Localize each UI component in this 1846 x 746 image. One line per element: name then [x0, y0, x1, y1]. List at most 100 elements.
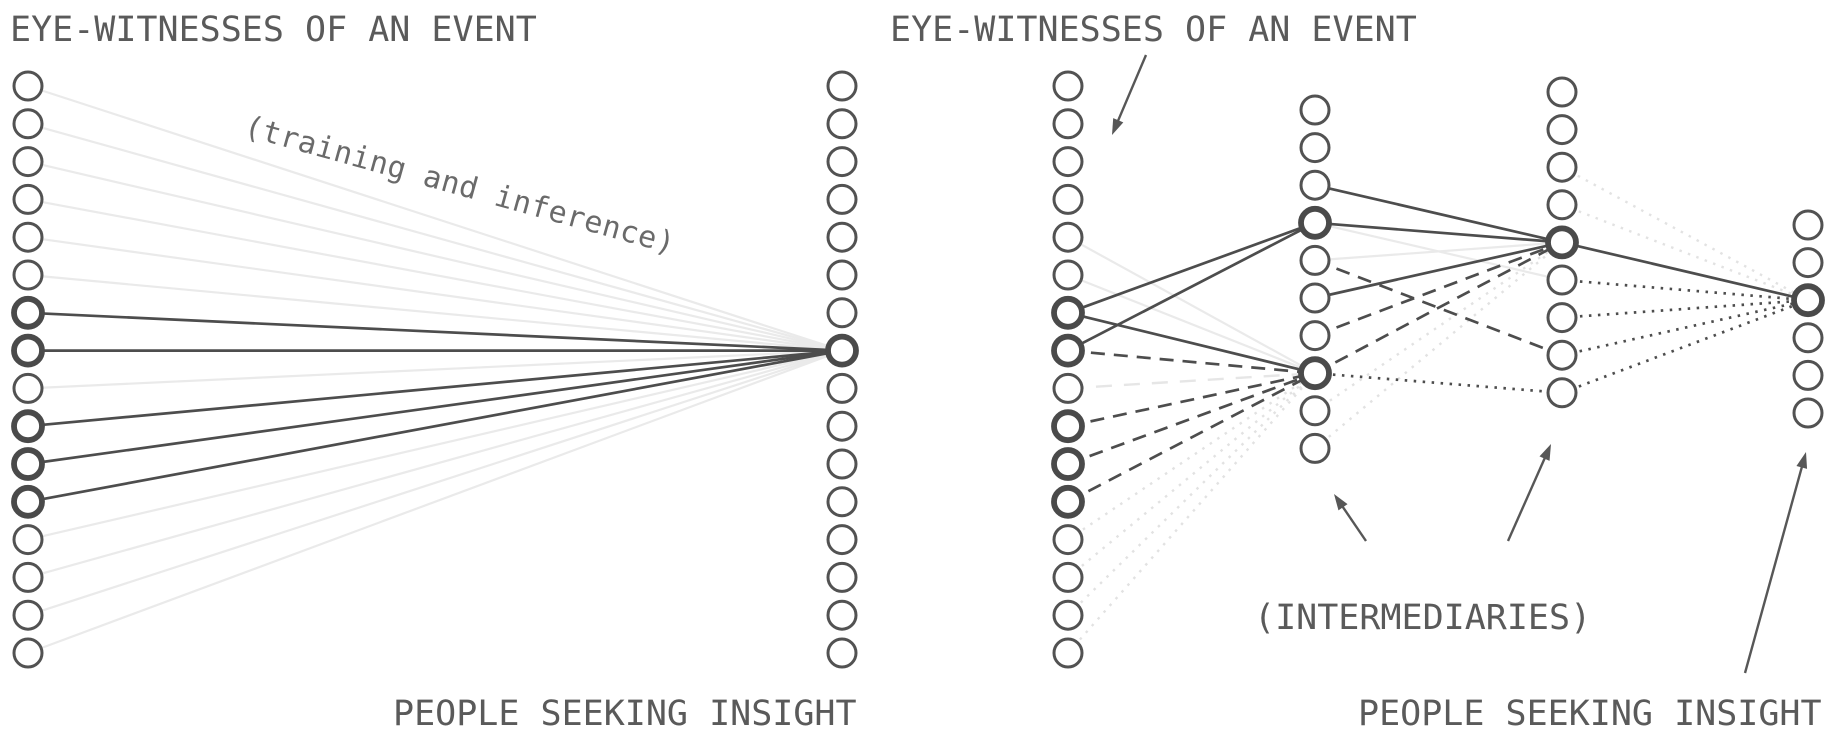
- witness-node: [12, 599, 44, 631]
- witness-node: [12, 372, 44, 404]
- connection-line: [1561, 203, 1809, 302]
- intermediary-node: [1546, 189, 1578, 221]
- intermediary-node: [1299, 320, 1331, 352]
- intermediary-node: [1546, 151, 1578, 183]
- witness-node: [12, 146, 44, 178]
- right-diagram-title: EYE-WITNESSES OF AN EVENT: [890, 10, 1417, 50]
- insight-node: [1792, 397, 1824, 429]
- insight-arrow-head: [1796, 452, 1808, 469]
- insight-node: [826, 183, 858, 215]
- right-diagram-bottom-label: PEOPLE SEEKING INSIGHT: [1358, 694, 1822, 734]
- witness-node: [1051, 484, 1085, 519]
- left-diagram-title: EYE-WITNESSES OF AN EVENT: [10, 10, 537, 50]
- intermediary-node: [1298, 205, 1332, 240]
- insight-node: [826, 524, 858, 556]
- insight-node: [1792, 322, 1824, 354]
- connection-line: [1067, 371, 1316, 466]
- witness-node: [11, 409, 45, 444]
- intermediary-node: [1299, 169, 1331, 201]
- connection-line: [1067, 221, 1316, 352]
- witness-node: [11, 484, 45, 519]
- intermediary-node: [1299, 244, 1331, 276]
- intermediary-node: [1298, 356, 1332, 391]
- intermediary-node: [1299, 132, 1331, 164]
- witness-node: [12, 637, 44, 669]
- connection-line: [1314, 241, 1563, 450]
- witness-node: [12, 108, 44, 140]
- intermediary-2-arrow: [1506, 454, 1548, 542]
- witness-node: [12, 70, 44, 102]
- connection-line: [1067, 372, 1316, 579]
- witness-node: [11, 295, 45, 330]
- connection-line: [27, 160, 843, 352]
- witness-node: [1052, 599, 1084, 631]
- connection-line: [27, 349, 843, 541]
- connection-line: [1067, 349, 1316, 375]
- witness-node: [11, 447, 45, 481]
- insight-node: [825, 333, 859, 368]
- intermediary-2-arrow-head: [1539, 444, 1551, 461]
- connection-line: [27, 122, 843, 352]
- insight-node: [826, 561, 858, 593]
- intermediary-node: [1546, 76, 1578, 108]
- connection-line: [1067, 372, 1316, 503]
- insight-node: [826, 410, 858, 442]
- connection-line: [1561, 298, 1809, 319]
- witness-node: [1052, 561, 1084, 593]
- connection-line: [1561, 298, 1809, 357]
- intermediary-node: [1299, 395, 1331, 427]
- connection-line: [1314, 241, 1563, 300]
- connection-line: [1314, 241, 1563, 375]
- witness-node: [1052, 183, 1084, 215]
- insight-node: [826, 259, 858, 291]
- intermediary-node: [1546, 302, 1578, 334]
- intermediary-node: [1299, 282, 1331, 314]
- intermediary-node: [1546, 264, 1578, 296]
- connection-line: [1314, 371, 1563, 395]
- connection-line: [1314, 221, 1563, 244]
- connection-line: [1561, 166, 1809, 302]
- intermediary-node: [1545, 225, 1579, 260]
- witness-node: [1052, 108, 1084, 140]
- connection-line: [27, 349, 843, 428]
- witness-node: [1052, 372, 1084, 404]
- witness-node: [1051, 295, 1085, 330]
- connection-line: [27, 84, 843, 352]
- intermediary-node: [1546, 339, 1578, 371]
- connection-line: [1314, 241, 1563, 262]
- witnesses-arrow-head: [1112, 118, 1124, 135]
- connection-line: [1314, 241, 1563, 412]
- connection-line: [1067, 372, 1316, 617]
- connection-line: [1561, 278, 1809, 302]
- connection-line: [1067, 221, 1316, 315]
- witness-node: [12, 259, 44, 291]
- connection-line: [27, 349, 843, 390]
- connection-line: [1067, 273, 1316, 375]
- insight-node: [1792, 209, 1824, 241]
- witness-node: [1052, 70, 1084, 102]
- connection-line: [27, 236, 843, 352]
- insight-node: [826, 372, 858, 404]
- connection-line: [1067, 372, 1316, 390]
- insight-node: [826, 448, 858, 480]
- witness-node: [12, 524, 44, 556]
- insight-node: [826, 599, 858, 631]
- insight-node: [1792, 247, 1824, 279]
- insight-node: [826, 70, 858, 102]
- intermediaries-annotation: (INTERMEDIARIES): [1254, 598, 1592, 638]
- connection-line: [27, 273, 843, 352]
- witness-node: [1052, 637, 1084, 669]
- connection-line: [27, 349, 843, 504]
- witness-node: [1051, 333, 1085, 368]
- insight-node: [826, 221, 858, 253]
- connection-line: [1067, 236, 1316, 375]
- intermediary-node: [1546, 114, 1578, 146]
- witness-node: [12, 561, 44, 593]
- connection-line: [1314, 259, 1563, 357]
- witness-node: [1052, 259, 1084, 291]
- connection-line: [27, 198, 843, 352]
- insight-node: [1791, 283, 1825, 318]
- witnesses-arrow: [1115, 54, 1148, 125]
- insight-node: [826, 297, 858, 329]
